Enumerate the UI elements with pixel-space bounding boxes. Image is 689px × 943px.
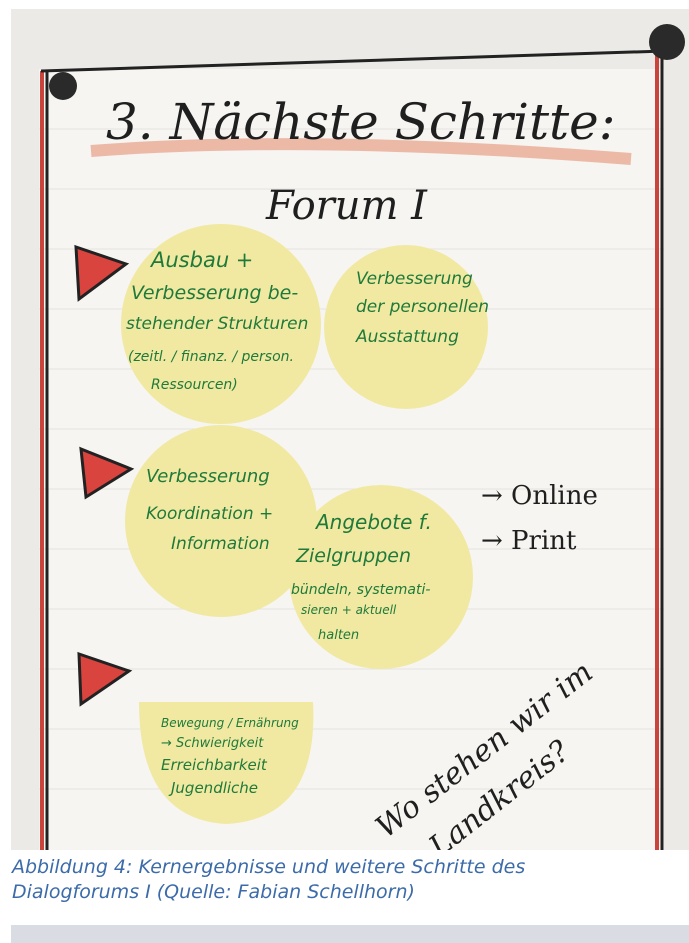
note-circle-2	[324, 245, 488, 409]
magnet-left	[49, 72, 77, 100]
triangle-marker-2	[79, 446, 135, 500]
note-half-5	[139, 702, 314, 824]
svg-text:Bewegung / Ernährung: Bewegung / Ernährung	[161, 716, 299, 730]
figure-caption: Abbildung 4: Kernergebnisse und weitere …	[12, 855, 672, 905]
svg-text:halten: halten	[318, 628, 359, 643]
svg-text:bündeln, systemati-: bündeln, systemati-	[291, 582, 430, 598]
note1-text: Ausbau + Verbesserung be- stehender Stru…	[126, 248, 308, 393]
svg-text:Information: Information	[171, 534, 270, 554]
svg-text:Angebote f.: Angebote f.	[314, 510, 432, 534]
flipchart-drawing: 3. Nächste Schritte: Forum I Ausbau + Ve…	[39, 24, 685, 850]
note2-text: Verbesserung der personellen Ausstattung	[355, 269, 489, 347]
svg-text:Ausstattung: Ausstattung	[355, 327, 459, 347]
note-circle-4	[289, 485, 473, 669]
magnet-right	[649, 24, 685, 60]
svg-text:→ Schwierigkeit: → Schwierigkeit	[161, 736, 264, 751]
svg-text:Ausbau +: Ausbau +	[149, 248, 253, 272]
arrow-online-text: → Online	[481, 481, 598, 511]
svg-text:stehender Strukturen: stehender Strukturen	[126, 314, 308, 334]
note5-text: Bewegung / Ernährung → Schwierigkeit Err…	[161, 716, 299, 797]
svg-text:(zeitl. / finanz. / person.: (zeitl. / finanz. / person.	[128, 349, 294, 365]
svg-text:Ressourcen): Ressourcen)	[151, 377, 238, 393]
note-circle-3	[125, 425, 317, 617]
svg-text:Verbesserung: Verbesserung	[356, 269, 473, 289]
svg-text:sieren + aktuell: sieren + aktuell	[301, 603, 397, 617]
next-image-strip	[11, 925, 689, 943]
svg-text:Koordination +: Koordination +	[146, 504, 273, 524]
svg-text:Jugendliche: Jugendliche	[168, 779, 258, 797]
title-highlight	[90, 138, 632, 165]
caption-line-1: Abbildung 4: Kernergebnisse und weitere …	[12, 856, 526, 878]
flipchart-photo: 3. Nächste Schritte: Forum I Ausbau + Ve…	[11, 9, 689, 850]
flipchart-title: 3. Nächste Schritte:	[106, 93, 616, 151]
flipchart-subtitle: Forum I	[265, 183, 428, 229]
svg-text:Zielgruppen: Zielgruppen	[295, 545, 411, 567]
svg-text:der personellen: der personellen	[356, 297, 489, 317]
svg-text:Verbesserung be-: Verbesserung be-	[131, 282, 298, 304]
caption-line-2: Dialogforums I (Quelle: Fabian Schellhor…	[12, 881, 415, 903]
svg-text:Verbesserung: Verbesserung	[146, 466, 270, 487]
triangle-marker-3	[77, 651, 133, 707]
note3-text: Verbesserung Koordination + Information	[146, 466, 273, 554]
note-circle-1	[121, 224, 321, 424]
svg-text:Erreichbarkeit: Erreichbarkeit	[161, 756, 268, 774]
arrow-print-text: → Print	[481, 526, 577, 556]
note4-text: Angebote f. Zielgruppen bündeln, systema…	[291, 510, 432, 643]
triangle-marker-1	[74, 244, 130, 302]
top-border	[40, 49, 666, 73]
